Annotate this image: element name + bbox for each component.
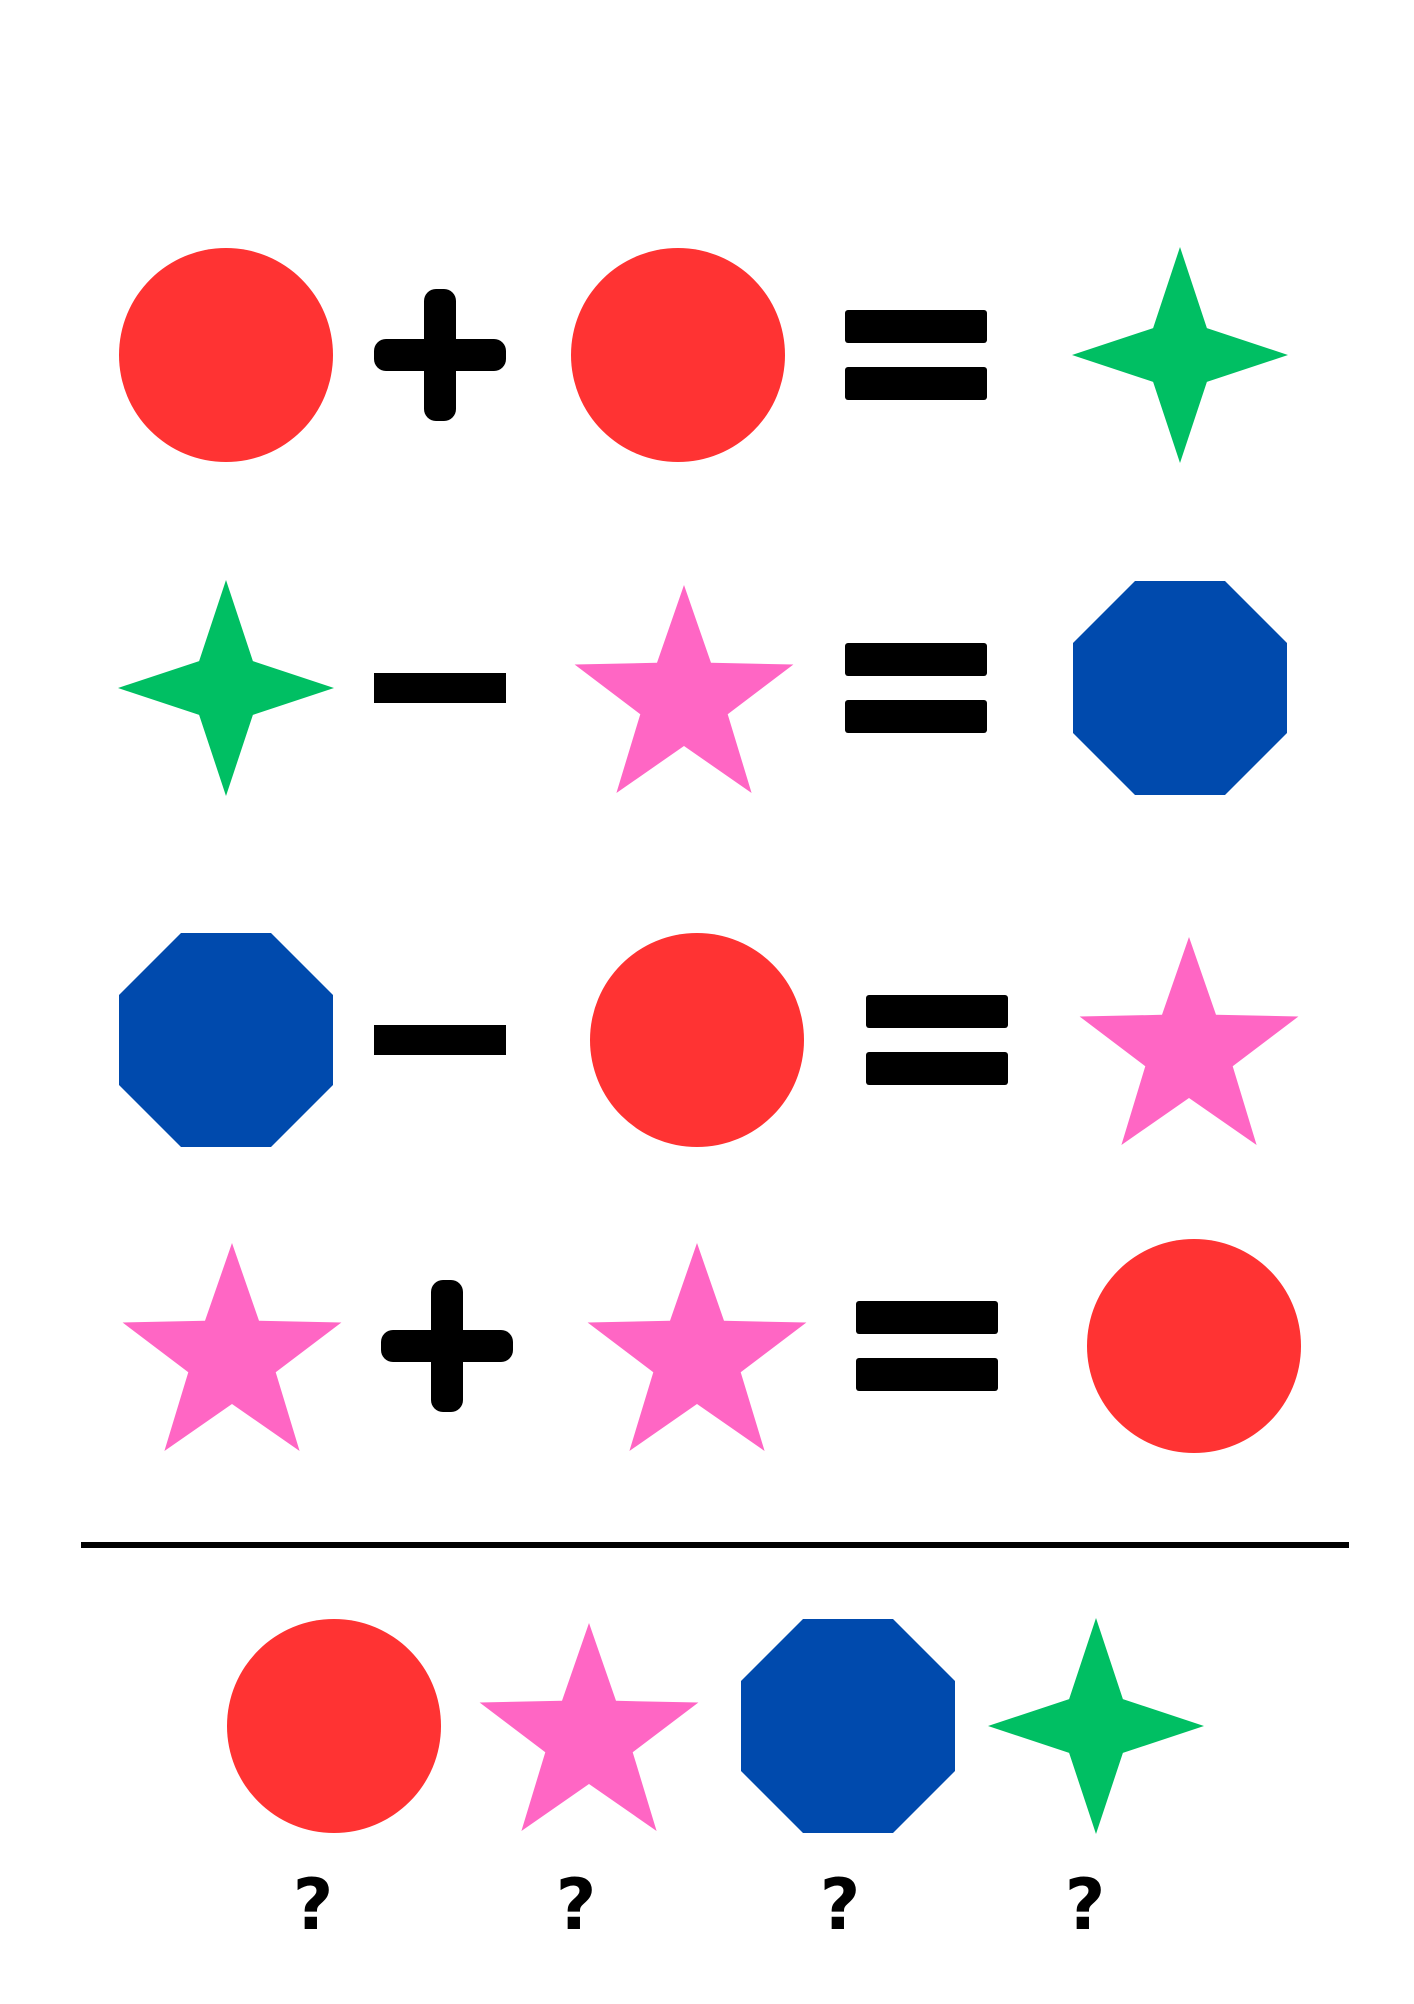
equation-4-equals-top bbox=[856, 1301, 998, 1334]
equation-1-left-circle bbox=[119, 248, 333, 462]
equation-3-operator-minus bbox=[374, 1025, 506, 1055]
answer-3-octagon bbox=[741, 1619, 955, 1833]
answer-2-star bbox=[479, 1623, 699, 1831]
equation-3-equals-bottom bbox=[866, 1052, 1008, 1085]
equation-4-right-star bbox=[587, 1243, 807, 1451]
answer-1-circle bbox=[227, 1619, 441, 1833]
equation-1-operator-plus-vertical bbox=[424, 289, 456, 421]
equation-4-result-circle bbox=[1087, 1239, 1301, 1453]
equation-3-left-octagon bbox=[119, 933, 333, 1147]
equation-3-result-star bbox=[1079, 937, 1299, 1145]
answer-1-question-mark: ? bbox=[292, 1864, 334, 1946]
equation-2-left-four-point-star bbox=[118, 580, 334, 796]
equation-2-result-octagon bbox=[1073, 581, 1287, 795]
equation-1-equals-bottom bbox=[845, 367, 987, 400]
equation-2-equals-bottom bbox=[845, 700, 987, 733]
equation-4-operator-plus-vertical bbox=[431, 1280, 463, 1412]
answer-4-four-point-star bbox=[988, 1618, 1204, 1834]
equation-3-equals-top bbox=[866, 995, 1008, 1028]
equation-1-result-four-point-star bbox=[1072, 247, 1288, 463]
equation-1-right-circle bbox=[571, 248, 785, 462]
equation-1-equals-top bbox=[845, 310, 987, 343]
equation-3-right-circle bbox=[590, 933, 804, 1147]
equation-2-operator-minus bbox=[374, 673, 506, 703]
equation-2-equals-top bbox=[845, 643, 987, 676]
equation-4-equals-bottom bbox=[856, 1358, 998, 1391]
equation-2-right-star bbox=[574, 585, 794, 793]
answer-3-question-mark: ? bbox=[819, 1864, 861, 1946]
answer-4-question-mark: ? bbox=[1064, 1864, 1106, 1946]
divider-line bbox=[81, 1542, 1349, 1548]
answer-2-question-mark: ? bbox=[555, 1864, 597, 1946]
equation-4-left-star bbox=[122, 1243, 342, 1451]
